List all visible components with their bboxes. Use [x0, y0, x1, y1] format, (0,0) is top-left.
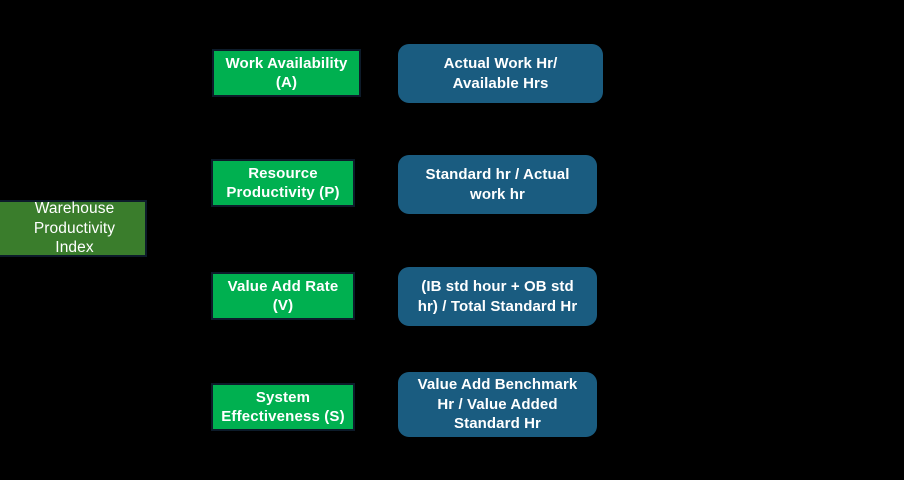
formula-label-line1: Value Add Benchmark	[417, 375, 578, 393]
node-work-availability-formula: Actual Work Hr/ Available Hrs	[398, 44, 603, 103]
metric-label-line1: Value Add Rate	[227, 277, 339, 295]
node-system-effectiveness-formula: Value Add Benchmark Hr / Value Added Sta…	[398, 372, 597, 437]
node-warehouse-productivity-index: Warehouse Productivity Index	[0, 200, 147, 257]
formula-label-line2: work hr	[470, 185, 525, 203]
metric-label-line1: Work Availability	[225, 54, 348, 72]
node-value-add-rate: Value Add Rate (V)	[211, 272, 355, 320]
node-value-add-rate-formula: (IB std hour + OB std hr) / Total Standa…	[398, 267, 597, 326]
formula-label-line2: Hr / Value Added	[437, 395, 558, 413]
formula-label-line1: Standard hr / Actual	[425, 165, 570, 183]
formula-label-line3: Standard Hr	[454, 415, 541, 433]
node-work-availability: Work Availability (A)	[212, 49, 361, 97]
formula-label-line2: Available Hrs	[452, 74, 549, 92]
formula-label-line2: hr) / Total Standard Hr	[417, 297, 578, 315]
index-label-line2: Productivity	[33, 219, 116, 237]
metric-label-line2: (V)	[272, 297, 294, 314]
metric-label-line2: Productivity (P)	[226, 184, 340, 201]
index-label-line1: Warehouse	[34, 199, 115, 217]
node-resource-productivity-formula: Standard hr / Actual work hr	[398, 155, 597, 214]
metric-label-line2: (A)	[275, 74, 298, 91]
node-resource-productivity: Resource Productivity (P)	[211, 159, 355, 207]
node-system-effectiveness: System Effectiveness (S)	[211, 383, 355, 431]
metric-label-line1: System	[255, 388, 311, 406]
formula-label-line1: Actual Work Hr/	[443, 54, 558, 72]
formula-label-line1: (IB std hour + OB std	[421, 277, 574, 295]
index-label-line3: Index	[55, 239, 94, 257]
metric-label-line2: Effectiveness (S)	[221, 408, 345, 425]
metric-label-line1: Resource	[248, 164, 318, 182]
